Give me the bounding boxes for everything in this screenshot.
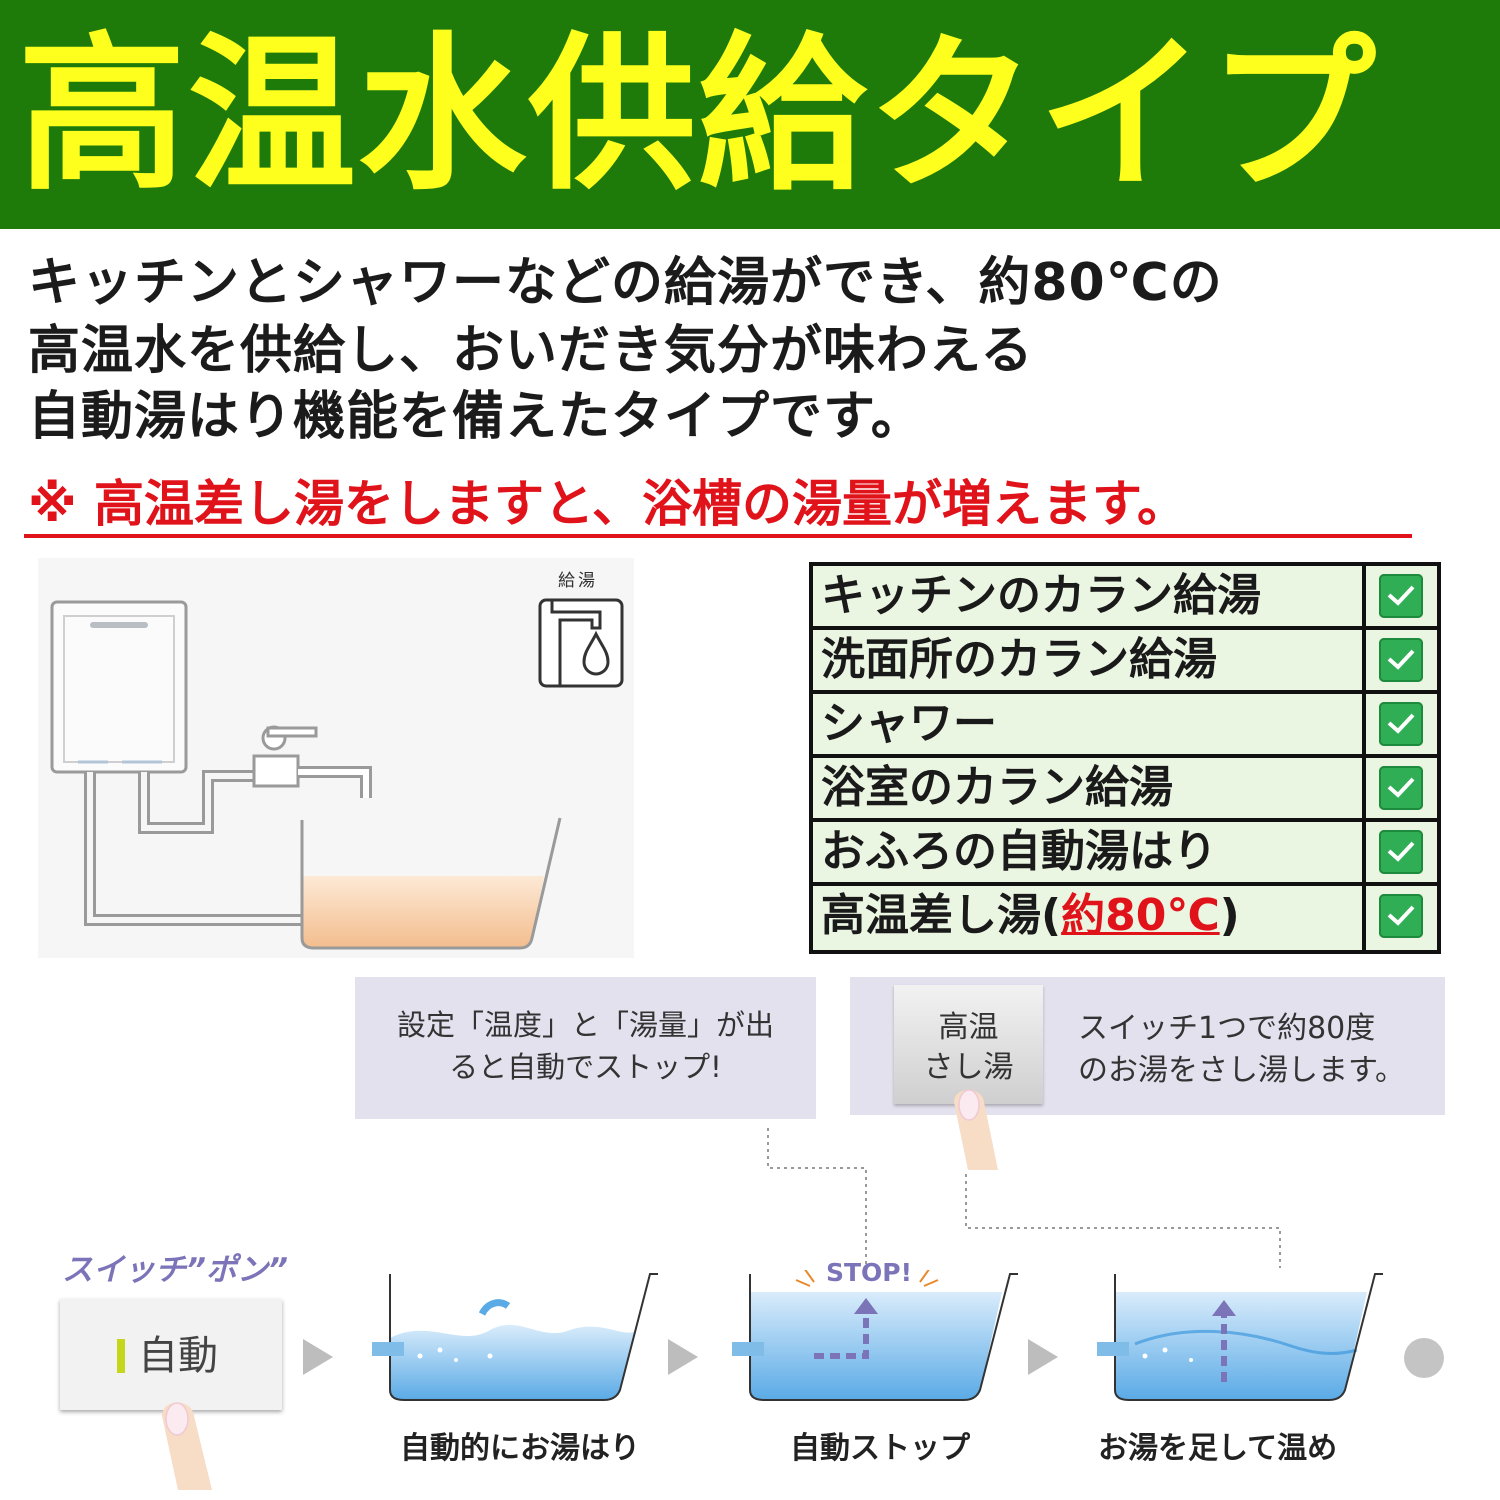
header-banner: [0, 0, 1500, 229]
high-temp-button-label-1: 高温: [938, 1010, 999, 1045]
auto-button-label: 自動: [138, 1333, 218, 1379]
check-icon: [1379, 638, 1423, 682]
description-line-1: キッチンとシャワーなどの給湯ができ、約80℃の: [28, 253, 1223, 313]
step-caption-3: お湯を足して温め: [1098, 1431, 1338, 1466]
feature-row: おふろの自動湯はり: [813, 822, 1437, 882]
check-icon: [1379, 830, 1423, 874]
connector-lines: [766, 1128, 1286, 1274]
check-icon: [1379, 766, 1423, 810]
feature-label: おふろの自動湯はり: [813, 822, 1362, 882]
high-temp-info-line-2: のお湯をさし湯します。: [1078, 1053, 1405, 1088]
bathtub-reheat-icon: [1095, 1270, 1385, 1410]
page-title: 高温水供給タイプ: [18, 17, 1378, 213]
auto-stop-info-box: [355, 977, 816, 1119]
feature-label: キッチンのカラン給湯: [813, 566, 1362, 626]
feature-label: 洗面所のカラン給湯: [813, 630, 1362, 690]
flow-arrow-icon: [668, 1339, 698, 1375]
high-temp-add-button[interactable]: [894, 985, 1043, 1104]
flow-arrow-icon: [1028, 1339, 1058, 1375]
high-temp-button-label-2: さし湯: [923, 1050, 1014, 1085]
feature-row: 高温差し湯(約80℃): [813, 886, 1437, 950]
feature-row: キッチンのカラン給湯: [813, 566, 1437, 626]
finger-icon: [948, 1080, 1008, 1176]
step-caption-2: 自動ストップ: [790, 1431, 970, 1466]
feature-label: 高温差し湯(約80℃): [813, 886, 1362, 950]
feature-label-highlight: 約80℃: [1061, 890, 1220, 941]
flow-end-dot: [1404, 1338, 1444, 1378]
feature-label: シャワー: [813, 694, 1362, 754]
step-caption-1: 自動的にお湯はり: [400, 1431, 640, 1466]
description-line-2: 高温水を供給し、おいだき気分が味わえる: [28, 321, 1034, 381]
auto-stop-info-text: 設定「温度」と「湯量」が出 ると自動でストップ!: [355, 1004, 816, 1088]
check-icon: [1379, 702, 1423, 746]
notice-text: ※ 高温差し湯をしますと、浴槽の湯量が増えます。: [28, 475, 1188, 533]
bathtub-stop-icon: [730, 1267, 1020, 1410]
water-heater-illustration: [38, 558, 634, 958]
bathtub-filling-icon: [370, 1270, 660, 1410]
auto-button[interactable]: [60, 1299, 282, 1410]
description-line-3: 自動湯はり機能を備えたタイプです。: [28, 387, 924, 447]
feature-label-prefix: 高温差し湯(: [821, 890, 1062, 941]
notice-underline: [24, 534, 1412, 538]
auto-indicator: [117, 1339, 125, 1373]
flow-arrow-icon: [303, 1339, 333, 1375]
check-icon: [1379, 894, 1423, 938]
feature-row: シャワー: [813, 694, 1437, 754]
high-temp-info-line-1: スイッチ1つで約80度: [1078, 1011, 1376, 1046]
hot-water-label: 給湯: [558, 571, 598, 591]
feature-row: 洗面所のカラン給湯: [813, 630, 1437, 690]
faucet-hot-water-icon: [538, 598, 624, 692]
stop-label: STOP!: [826, 1258, 913, 1287]
feature-row: 浴室のカラン給湯: [813, 758, 1437, 818]
check-icon: [1379, 574, 1423, 618]
feature-label-suffix: ): [1219, 890, 1240, 941]
switch-title: スイッチ”ポン”: [62, 1252, 288, 1288]
finger-icon: [154, 1392, 220, 1496]
auto-stop-info-line-2: ると自動でストップ!: [449, 1050, 722, 1084]
auto-stop-info-line-1: 設定「温度」と「湯量」が出: [396, 1008, 774, 1042]
feature-label: 浴室のカラン給湯: [813, 758, 1362, 818]
feature-table: キッチンのカラン給湯 洗面所のカラン給湯 シャワー 浴室のカラン給湯 おふろの自…: [809, 562, 1441, 954]
